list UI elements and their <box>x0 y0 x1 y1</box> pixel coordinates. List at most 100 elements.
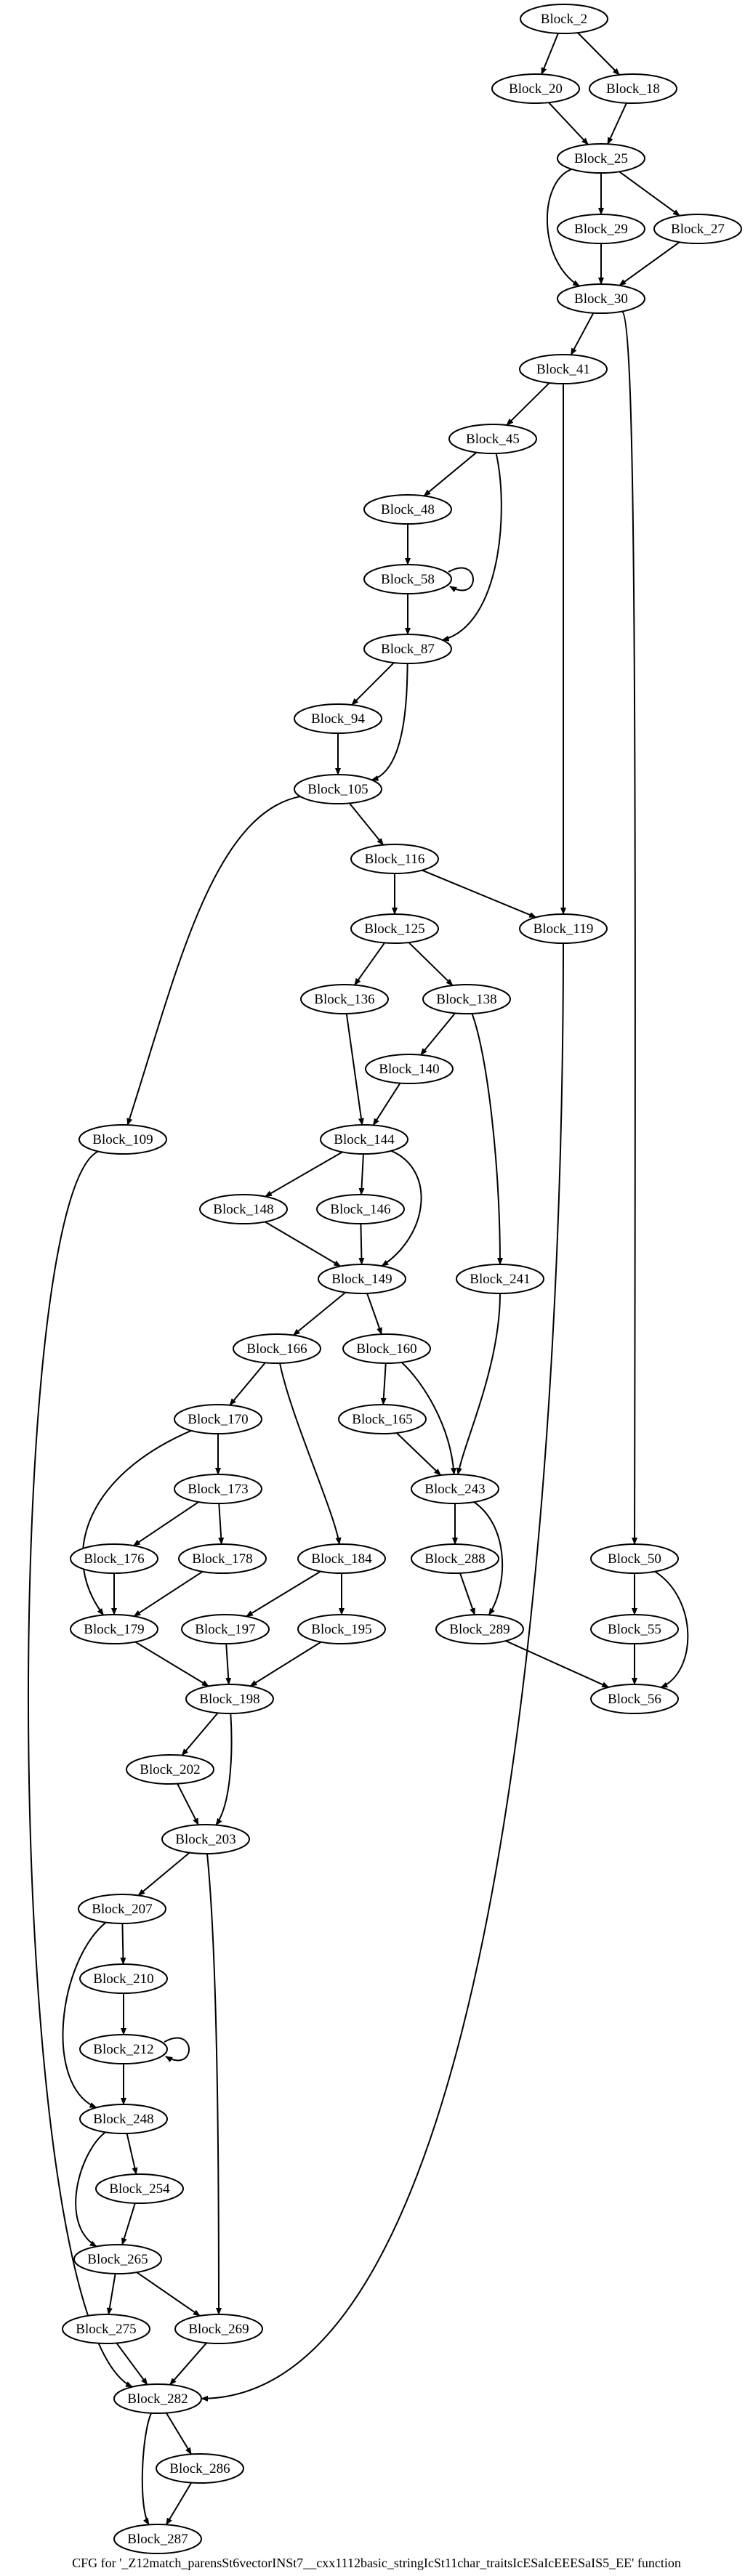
node-label: Block_149 <box>331 1272 392 1287</box>
edge-block-105-to-block-109 <box>126 796 301 1126</box>
node-label: Block_173 <box>188 1482 248 1497</box>
node-shape <box>653 214 742 244</box>
edge-block-109-to-block-282 <box>28 1150 133 2388</box>
node-shape <box>365 1054 454 1084</box>
edge-path <box>380 1362 387 1405</box>
node-label: Block_265 <box>87 2252 148 2267</box>
node-label: Block_144 <box>334 1132 395 1147</box>
edge-path <box>619 241 680 286</box>
edge-path <box>246 1570 321 1618</box>
node-shape <box>294 703 382 734</box>
node-shape <box>126 1754 214 1785</box>
node-block-173: Block_173 <box>174 1474 262 1504</box>
edge-block-58-to-block-58 <box>448 567 474 592</box>
node-shape <box>78 1124 167 1155</box>
edge-block-27-to-block-30 <box>619 241 680 286</box>
edge-path <box>420 1012 456 1056</box>
node-shape <box>557 143 645 174</box>
edge-path <box>133 1570 204 1618</box>
edge-path <box>265 1221 342 1267</box>
node-block-195: Block_195 <box>297 1614 386 1644</box>
edge-path <box>137 1852 190 1897</box>
edge-block-248-to-block-265 <box>75 2131 106 2248</box>
edge-block-138-to-block-140 <box>420 1012 456 1056</box>
node-shape <box>320 1124 408 1155</box>
edge-path <box>81 1429 192 1616</box>
node-shape <box>448 424 537 454</box>
node-label: Block_18 <box>606 81 660 97</box>
node-label: Block_282 <box>127 2391 188 2407</box>
node-label: Block_286 <box>169 2461 230 2476</box>
node-label: Block_287 <box>127 2532 188 2547</box>
node-shape <box>73 2244 162 2274</box>
edge-path <box>120 1923 126 1965</box>
node-label: Block_136 <box>314 992 374 1007</box>
node-block-45: Block_45 <box>448 424 537 454</box>
node-block-282: Block_282 <box>113 2383 202 2414</box>
node-shape <box>316 1194 405 1224</box>
node-label: Block_55 <box>608 1622 661 1637</box>
node-shape <box>174 1404 262 1434</box>
edge-path <box>126 796 301 1126</box>
node-label: Block_198 <box>199 1692 259 1707</box>
node-block-148: Block_148 <box>199 1194 288 1224</box>
node-block-87: Block_87 <box>363 634 452 664</box>
node-label: Block_203 <box>175 1832 235 1847</box>
node-block-27: Block_27 <box>653 214 742 244</box>
node-label: Block_48 <box>381 502 435 517</box>
node-label: Block_41 <box>536 362 590 377</box>
node-label: Block_170 <box>188 1412 248 1427</box>
node-block-125: Block_125 <box>350 913 439 944</box>
node-label: Block_288 <box>424 1551 485 1567</box>
node-block-254: Block_254 <box>95 2173 184 2204</box>
edge-block-2-to-block-18 <box>577 32 620 76</box>
node-shape <box>70 1543 158 1574</box>
node-block-179: Block_179 <box>70 1614 158 1644</box>
edge-path <box>400 1362 457 1476</box>
graph-caption: CFG for '_Z12match_parensSt6vectorINSt7_… <box>72 2556 681 2570</box>
node-label: Block_94 <box>311 711 365 727</box>
node-label: Block_195 <box>311 1622 371 1637</box>
edge-path <box>126 2133 138 2176</box>
edge-block-144-to-block-149 <box>381 1150 422 1267</box>
edge-path <box>448 567 474 592</box>
node-shape <box>185 1684 274 1714</box>
node-block-212: Block_212 <box>79 2034 168 2064</box>
edge-block-140-to-block-144 <box>372 1083 401 1126</box>
node-label: Block_119 <box>533 921 594 937</box>
edge-block-138-to-block-241 <box>471 1013 503 1265</box>
edge-block-282-to-block-287 <box>141 2413 153 2526</box>
node-label: Block_50 <box>608 1551 661 1567</box>
edge-block-160-to-block-165 <box>380 1362 387 1405</box>
node-block-119: Block_119 <box>519 913 608 944</box>
edge-path <box>395 1432 442 1476</box>
node-label: Block_140 <box>379 1062 439 1077</box>
node-block-202: Block_202 <box>126 1754 214 1785</box>
edge-path <box>165 2413 193 2455</box>
edge-block-202-to-block-203 <box>177 1783 199 1826</box>
node-shape <box>338 1404 427 1434</box>
node-label: Block_27 <box>671 222 725 237</box>
node-block-116: Block_116 <box>350 844 439 874</box>
edge-path <box>229 1362 266 1406</box>
edge-block-243-to-block-289 <box>473 1501 504 1616</box>
edge-block-207-to-block-248 <box>62 1921 107 2109</box>
edge-block-125-to-block-138 <box>408 942 454 986</box>
node-shape <box>363 564 452 594</box>
edge-block-269-to-block-282 <box>169 2342 207 2386</box>
node-block-20: Block_20 <box>491 73 580 104</box>
node-label: Block_207 <box>92 1902 152 1917</box>
edge-block-41-to-block-45 <box>506 382 550 426</box>
node-block-160: Block_160 <box>342 1333 431 1364</box>
node-label: Block_45 <box>466 432 520 447</box>
node-label: Block_176 <box>84 1551 144 1567</box>
node-label: Block_269 <box>188 2322 249 2337</box>
node-block-30: Block_30 <box>557 283 645 314</box>
edge-block-45-to-block-87 <box>441 453 502 642</box>
edge-block-197-to-block-198 <box>225 1643 232 1685</box>
edge-path <box>279 1362 342 1546</box>
edge-block-207-to-block-210 <box>120 1923 126 1965</box>
node-block-243: Block_243 <box>411 1474 499 1504</box>
node-block-29: Block_29 <box>557 214 645 244</box>
